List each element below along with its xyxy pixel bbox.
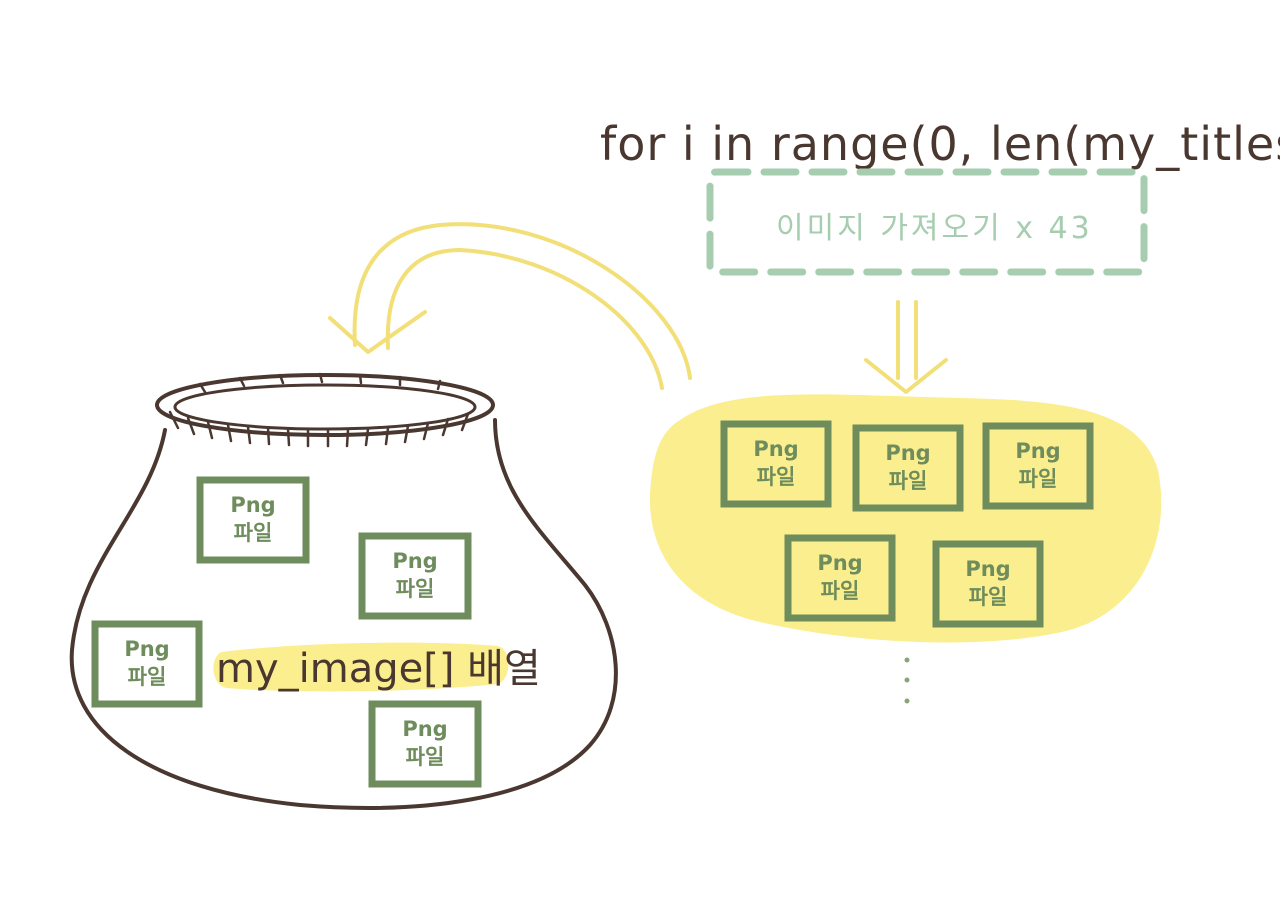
png-file-label: Png [402,717,447,741]
png-file-card: Png 파일 [196,476,310,564]
png-file-label: 파일 [821,579,860,603]
array-pot [69,372,618,810]
png-file-label: Png [1015,439,1060,463]
png-file-label: Png [392,549,437,573]
dashed-box: 이미지 가져오기 x 43 [706,168,1148,276]
dashed-box-label: 이미지 가져오기 x 43 [776,211,1093,246]
png-file-label: 파일 [406,745,445,769]
png-file-label: 파일 [969,585,1008,609]
png-file-label: 파일 [128,665,167,689]
png-file-label: 파일 [396,577,435,601]
png-file-label: Png [230,493,275,517]
png-file-label: 파일 [1019,467,1058,491]
down-arrow [864,300,948,394]
png-file-label: 파일 [889,469,928,493]
png-file-card: Png 파일 [91,620,203,708]
array-label: my_image[] 배열 [216,646,541,692]
png-file-card: Png 파일 [982,422,1094,510]
png-file-card: Png 파일 [358,532,472,620]
array-label-highlight [213,642,509,692]
png-file-label: Png [753,437,798,461]
png-file-card: Png 파일 [720,420,832,508]
png-file-card: Png 파일 [932,540,1044,628]
curved-return-arrow [328,222,692,390]
png-file-card: Png 파일 [368,700,482,788]
png-file-label: Png [965,557,1010,581]
png-file-label: 파일 [757,465,796,489]
png-file-label: 파일 [234,521,273,545]
continuation-dots [904,657,910,704]
png-file-label: Png [817,551,862,575]
png-file-card: Png 파일 [852,424,964,512]
loop-code-text: for i in range(0, len(my_titles)): [600,117,1280,171]
png-file-card: Png 파일 [784,534,896,622]
png-file-label: Png [885,441,930,465]
png-file-label: Png [124,637,169,661]
